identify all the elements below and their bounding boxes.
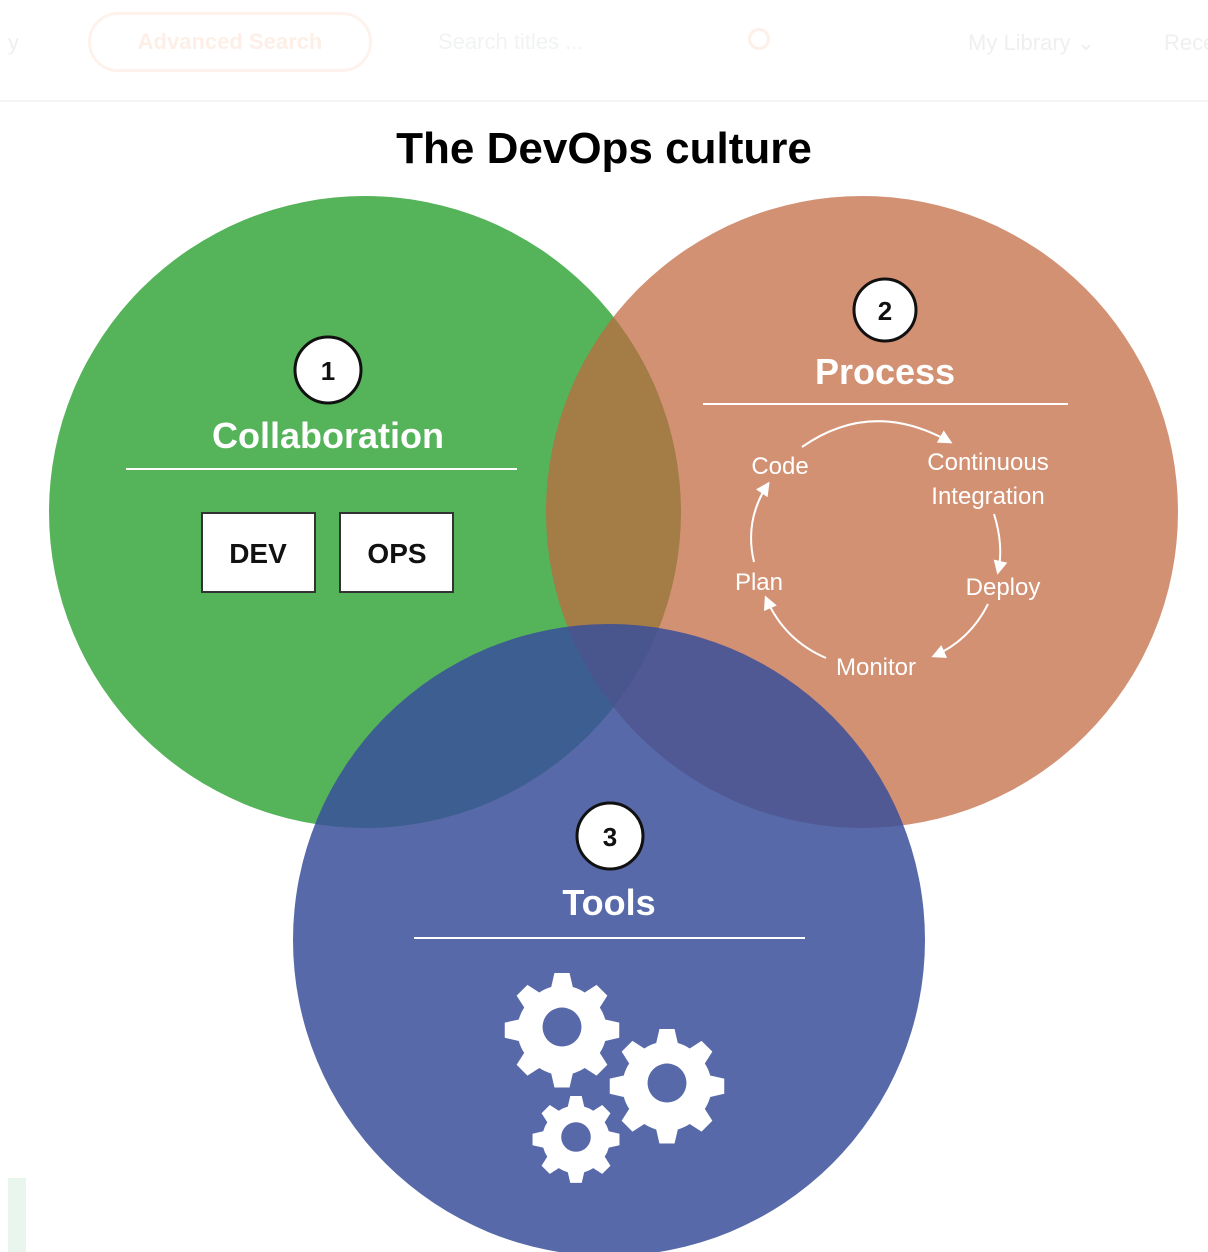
advanced-search-button[interactable]: Advanced Search: [88, 12, 372, 72]
header-divider: [0, 100, 1208, 102]
dev-box: [201, 512, 316, 593]
cycle-plan: Plan: [735, 569, 783, 596]
chevron-down-icon: ⌄: [1076, 30, 1096, 55]
process-label: Process: [815, 351, 955, 392]
cycle-deploy: Deploy: [966, 574, 1041, 601]
arrow-monitor-to-plan: [763, 595, 827, 659]
tools-number-badge: [575, 801, 645, 871]
tools-number: 3: [603, 822, 617, 852]
search-input[interactable]: Search titles ...: [438, 29, 584, 54]
search-icon[interactable]: [748, 28, 770, 50]
cycle-ci-line1: Continuous: [927, 449, 1048, 476]
arrow-ci-to-deploy: [993, 513, 1008, 575]
cycle-code: Code: [751, 453, 808, 480]
recent-menu[interactable]: Rece: [1164, 30, 1208, 55]
ops-label: OPS: [367, 538, 426, 569]
diagram-title: The DevOps culture: [396, 124, 812, 173]
process-number: 2: [878, 296, 892, 326]
collaboration-number: 1: [321, 356, 335, 386]
cycle-monitor: Monitor: [836, 654, 916, 681]
collaboration-label: Collaboration: [212, 415, 444, 456]
nav-edge-label[interactable]: y: [8, 30, 19, 55]
tools-label: Tools: [562, 882, 655, 923]
ops-box: [339, 512, 454, 593]
dev-label: DEV: [229, 538, 287, 569]
process-number-badge: [852, 277, 918, 343]
my-library-menu[interactable]: My Library ⌄: [968, 30, 1095, 56]
arrow-deploy-to-monitor: [931, 603, 989, 658]
arrow-code-to-ci: [801, 420, 953, 448]
my-library-label: My Library: [968, 30, 1071, 55]
arrow-plan-to-code: [750, 481, 770, 563]
cycle-ci-line2: Integration: [931, 483, 1044, 510]
side-tab[interactable]: [8, 1178, 26, 1252]
collaboration-number-badge: [293, 335, 363, 405]
